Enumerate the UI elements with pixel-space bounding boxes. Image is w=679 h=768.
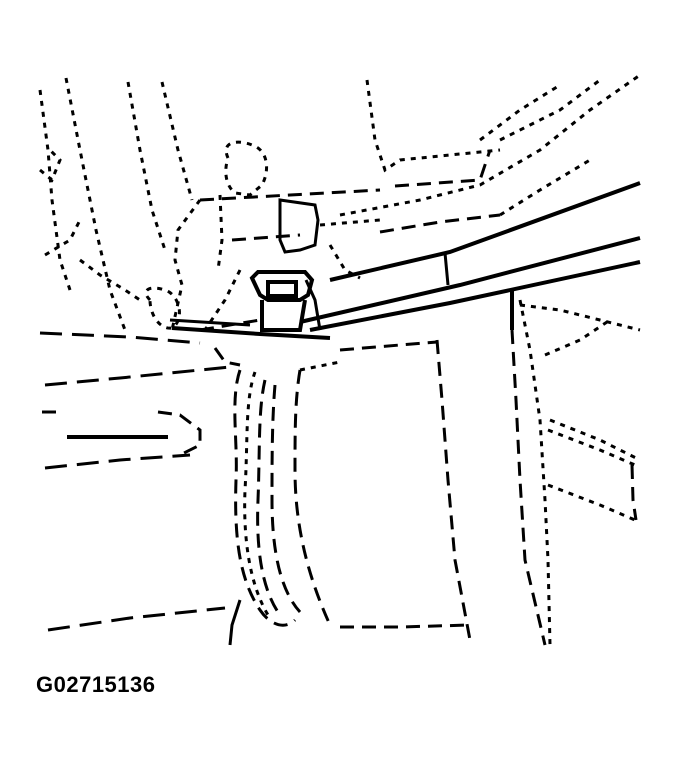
technical-illustration	[38, 73, 641, 646]
stud-knob	[224, 140, 269, 197]
line-drawing	[38, 73, 641, 646]
cylindrical-housing	[228, 360, 341, 646]
base-plate	[144, 286, 331, 340]
right-bracket	[510, 290, 641, 646]
frame-rail	[339, 73, 641, 234]
left-strut	[38, 77, 194, 331]
left-horizontal-lines	[39, 331, 241, 632]
center-contour	[339, 339, 472, 641]
mounting-bracket	[170, 188, 381, 332]
fastener-clip	[249, 270, 322, 332]
stabilizer-bar	[299, 181, 641, 332]
figure-caption: G02715136	[36, 672, 156, 697]
